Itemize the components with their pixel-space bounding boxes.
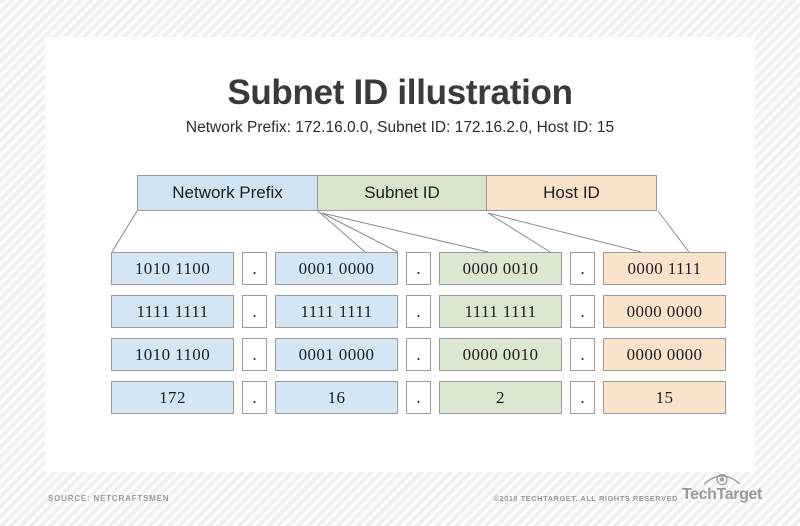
dot-separator: .: [570, 381, 595, 414]
octet-cell: 0000 0000: [603, 338, 726, 371]
dot-separator: .: [406, 381, 431, 414]
header-cell-subnet-id: Subnet ID: [317, 175, 487, 211]
logo-wordmark: TechTarget: [682, 486, 762, 503]
header-label-subnet-id: Subnet ID: [364, 183, 440, 202]
header-cell-host-id: Host ID: [486, 175, 657, 211]
octet-cell: 0000 0010: [439, 252, 562, 285]
illustration-card: Subnet ID illustration Network Prefix: 1…: [45, 37, 755, 472]
octet-cell: 1111 1111: [111, 295, 234, 328]
dot-separator: .: [570, 338, 595, 371]
field-header-row: Network Prefix Subnet ID Host ID: [137, 175, 658, 211]
octet-cell: 0001 0000: [275, 338, 398, 371]
page-subtitle: Network Prefix: 172.16.0.0, Subnet ID: 1…: [185, 119, 615, 136]
dot-separator: .: [406, 338, 431, 371]
table-row: 172 . 16 . 2 . 15: [111, 381, 726, 414]
table-row: 1111 1111 . 1111 1111 . 1111 1111 . 0000…: [111, 295, 726, 328]
dot-separator: .: [406, 252, 431, 285]
copyright-notice: ©2018 TECHTARGET. ALL RIGHTS RESERVED: [493, 494, 678, 503]
octet-cell: 2: [439, 381, 562, 414]
dot-separator: .: [406, 295, 431, 328]
dot-separator: .: [242, 252, 267, 285]
octet-cell: 1111 1111: [439, 295, 562, 328]
table-row: 1010 1100 . 0001 0000 . 0000 0010 . 0000…: [111, 338, 726, 371]
octet-cell: 1010 1100: [111, 252, 234, 285]
eye-icon: [703, 473, 741, 486]
header-label-network-prefix: Network Prefix: [172, 183, 283, 202]
dot-separator: .: [242, 295, 267, 328]
source-attribution: SOURCE: NETCRAFTSMEN: [48, 494, 170, 503]
dot-separator: .: [570, 295, 595, 328]
octet-cell: 0000 0010: [439, 338, 562, 371]
octet-cell: 1010 1100: [111, 338, 234, 371]
dot-separator: .: [242, 381, 267, 414]
dot-separator: .: [570, 252, 595, 285]
page-title: Subnet ID illustration: [227, 73, 573, 112]
octet-cell: 0000 1111: [603, 252, 726, 285]
octet-cell: 0001 0000: [275, 252, 398, 285]
dot-separator: .: [242, 338, 267, 371]
octet-cell: 172: [111, 381, 234, 414]
octet-cell: 15: [603, 381, 726, 414]
table-row: 1010 1100 . 0001 0000 . 0000 0010 . 0000…: [111, 252, 726, 285]
techtarget-logo: TechTarget: [682, 470, 762, 508]
header-label-host-id: Host ID: [543, 183, 600, 202]
subnet-diagram: Network Prefix Subnet ID Host ID: [45, 37, 755, 472]
header-cell-network-prefix: Network Prefix: [137, 175, 318, 211]
octet-cell: 1111 1111: [275, 295, 398, 328]
octet-cell: 16: [275, 381, 398, 414]
octet-cell: 0000 0000: [603, 295, 726, 328]
